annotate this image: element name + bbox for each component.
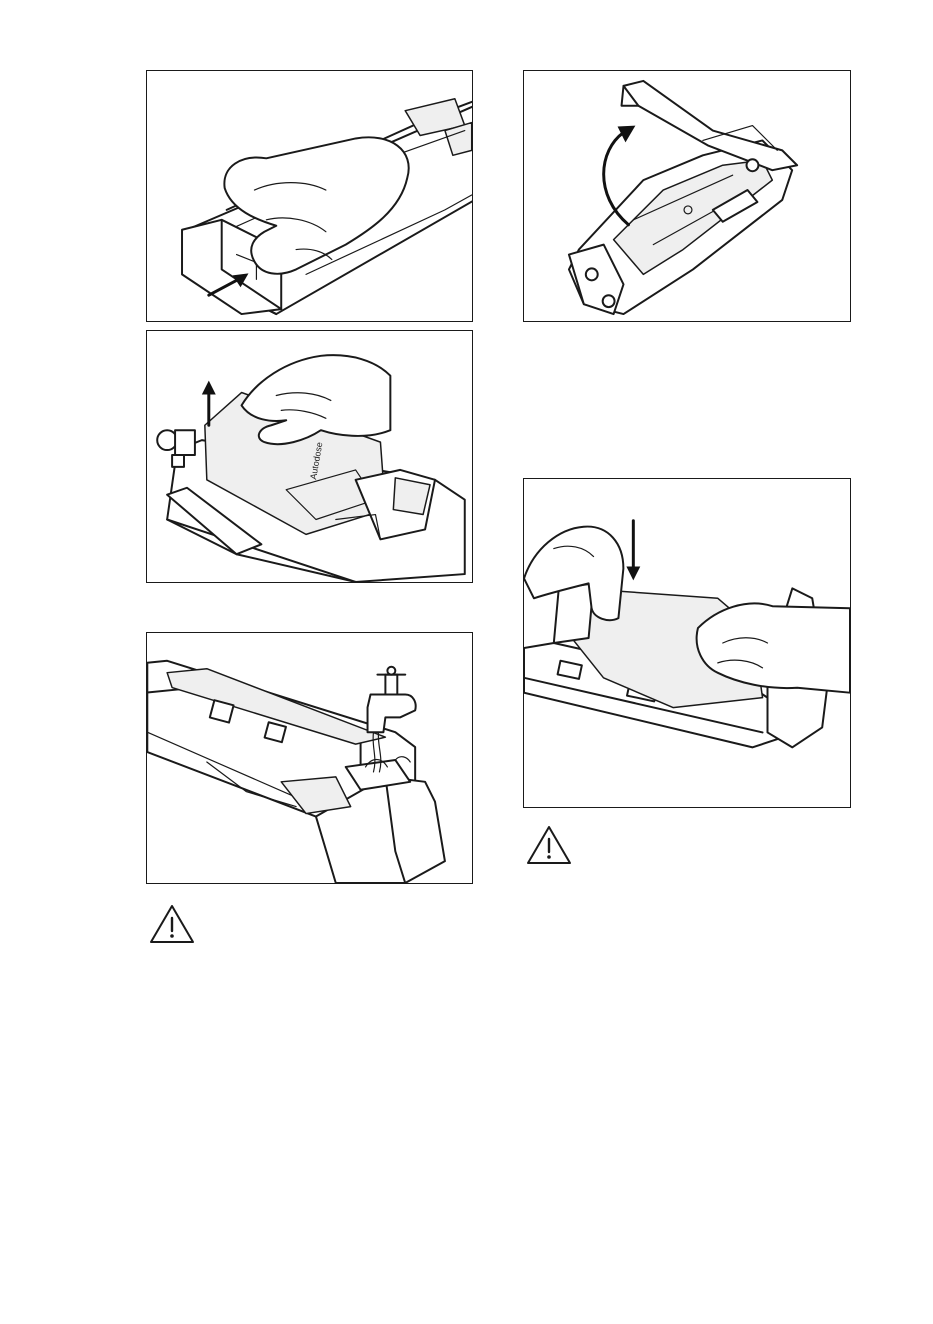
figure-lift-cover: Autodose — [146, 330, 473, 583]
insert-dispenser-illustration — [524, 479, 850, 807]
figure-lift-lid — [523, 70, 851, 322]
release-lever-illustration — [147, 71, 472, 321]
rinse-dispenser-illustration — [147, 633, 472, 883]
figure-rinse-dispenser — [146, 632, 473, 884]
lift-cover-illustration: Autodose — [147, 331, 472, 582]
warning-triangle-icon — [148, 903, 196, 945]
warning-triangle-icon — [525, 824, 573, 866]
figure-release-lever — [146, 70, 473, 322]
lift-lid-illustration — [524, 71, 850, 321]
figure-insert-dispenser — [523, 478, 851, 808]
